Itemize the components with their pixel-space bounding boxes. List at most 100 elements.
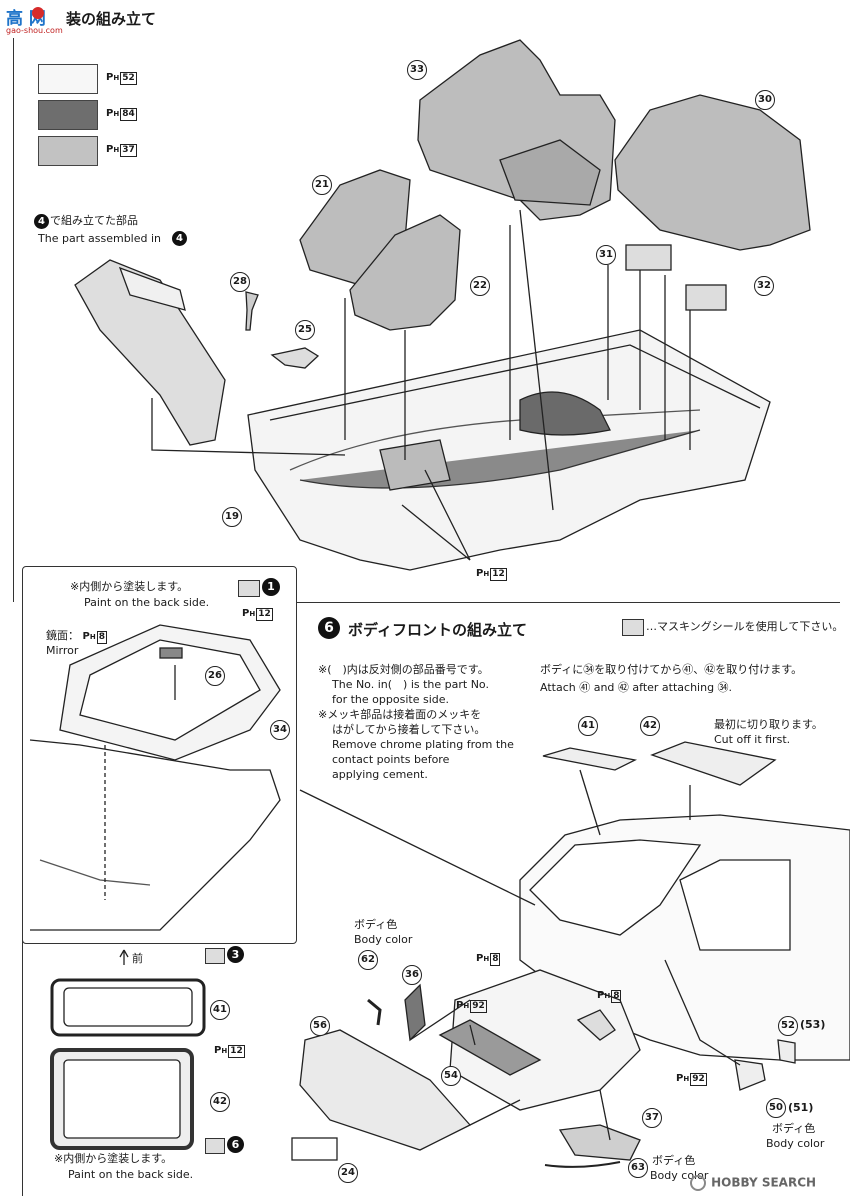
part-number-41: 41 [578, 716, 598, 736]
attach-note-jp: ボディに㉞を取り付けてから㊶、㊷を取り付けます。 [540, 663, 803, 676]
part-number-63: 63 [628, 1158, 648, 1178]
body-color-en-50: Body color [766, 1137, 825, 1150]
bumper-56 [299, 1029, 472, 1151]
part-number-62: 62 [358, 950, 378, 970]
note2-en-a: Remove chrome plating from the [332, 738, 514, 751]
part-32 [685, 284, 727, 311]
part-number-41-window: 41 [210, 1000, 230, 1020]
site-logo: 高 网 gao-shou.com [6, 4, 68, 38]
part-number-25: 25 [295, 320, 315, 340]
part-number-22: 22 [470, 276, 490, 296]
front-label: 前 [132, 952, 143, 965]
step-6-title: ボディフロントの組み立て [348, 621, 527, 639]
mask-step-1: 1 [262, 578, 280, 596]
lower-note-en: Paint on the back side. [68, 1168, 194, 1181]
mirror-26 [159, 647, 183, 659]
interior-tub [247, 329, 771, 571]
part-number-31: 31 [596, 245, 616, 265]
assembled-note-jp: で組み立てた部品 [50, 214, 138, 227]
part-37 [558, 1124, 641, 1161]
seat-30 [614, 94, 811, 251]
seat-22 [349, 214, 461, 331]
masking-seal-icon-3 [205, 948, 225, 964]
legend-swatch-light [38, 136, 98, 166]
lower-note-jp: ※内側から塗装します。 [54, 1152, 173, 1165]
part-number-24: 24 [338, 1163, 358, 1183]
part-number-33: 33 [407, 60, 427, 80]
part-number-30: 30 [755, 90, 775, 110]
note1-jp: ※( )内は反対側の部品番号です。 [318, 663, 489, 676]
note2-en-c: applying cement. [332, 768, 428, 781]
body-color-jp-62: ボディ色 [354, 918, 398, 931]
part-number-21: 21 [312, 175, 332, 195]
part-number-53-paren: (53) [800, 1018, 826, 1031]
sunroof-41 [542, 747, 638, 771]
step-4-ref-icon-en: 4 [172, 231, 187, 246]
part-number-51-paren: (51) [788, 1101, 814, 1114]
attach-note-en: Attach ㊶ and ㊷ after attaching ㉞. [540, 681, 733, 694]
note2-jp-b: はがしてから接着して下さい。 [332, 723, 486, 736]
part-number-34: 34 [270, 720, 290, 740]
mask-step-6: 6 [227, 1136, 244, 1153]
mirror-50 [734, 1059, 766, 1091]
part-number-54: 54 [441, 1066, 461, 1086]
note1-en-b: for the opposite side. [332, 693, 449, 706]
logo-url: gao-shou.com [6, 26, 63, 35]
mirror-52 [777, 1039, 796, 1064]
part-number-52: 52 [778, 1016, 798, 1036]
cut-note-en: Cut off it first. [714, 733, 791, 746]
masking-seal-icon-6 [205, 1138, 225, 1154]
part-number-19: 19 [222, 507, 242, 527]
mask-step-3: 3 [227, 946, 244, 963]
lower-left-frame [22, 936, 23, 1196]
cut-note-jp: 最初に切り取ります。 [714, 718, 823, 731]
note2-en-b: contact points before [332, 753, 450, 766]
part-number-32: 32 [754, 276, 774, 296]
part-63 [544, 1161, 621, 1168]
part-number-50: 50 [766, 1098, 786, 1118]
watermark-text: HOBBY SEARCH [711, 1175, 817, 1190]
part-28 [245, 291, 259, 331]
watermark-icon [690, 1174, 706, 1191]
body-color-en-62: Body color [354, 933, 413, 946]
body-color-jp-63: ボディ色 [652, 1154, 696, 1167]
part-number-26: 26 [205, 666, 225, 686]
grille-54 [438, 1019, 542, 1076]
masking-note: …マスキングシールを使用して下さい。 [646, 620, 844, 633]
body-color-jp-50: ボディ色 [772, 1122, 816, 1135]
watermark: HOBBY SEARCH [690, 1172, 816, 1191]
dash-assembly [74, 259, 226, 446]
step-4-ref-icon: 4 [34, 214, 49, 229]
part-number-36: 36 [402, 965, 422, 985]
part-31 [625, 244, 672, 271]
part-36 [404, 983, 426, 1042]
part-25 [270, 347, 320, 369]
part-number-42: 42 [640, 716, 660, 736]
assembled-note-en: The part assembled in [38, 232, 162, 245]
mirror-label-en: Mirror [46, 644, 79, 657]
top-panel-frame [13, 38, 840, 602]
logo-red-circle [32, 7, 44, 19]
part-number-37: 37 [642, 1108, 662, 1128]
sunroof-42 [650, 741, 777, 786]
part-24 [291, 1137, 338, 1161]
part-number-42-window: 42 [210, 1092, 230, 1112]
inset-note-en: Paint on the back side. [84, 596, 210, 609]
legend-swatch-white [38, 64, 98, 94]
section-title: 装の組み立て [66, 10, 157, 28]
top-panel-bottom-rule [296, 602, 840, 603]
masking-seal-icon-legend [622, 619, 644, 636]
masking-seal-icon [238, 580, 260, 597]
part-number-28: 28 [230, 272, 250, 292]
